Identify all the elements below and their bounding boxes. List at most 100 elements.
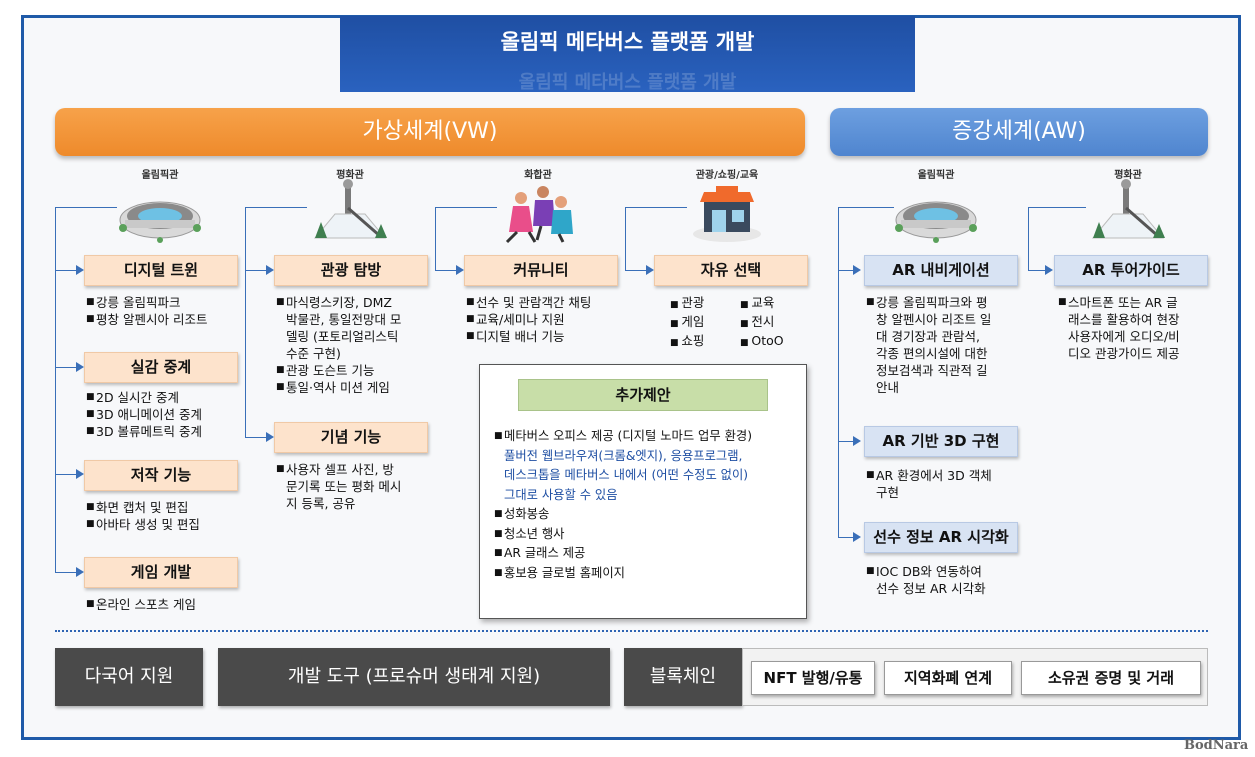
arrow-icon (456, 265, 464, 275)
grid-item: ■ 게임 (670, 314, 705, 329)
connector (1028, 270, 1048, 271)
extra-proposal-box: 추가제안 ■메타버스 오피스 제공 (디지털 노마드 업무 환경) 풀버전 웹브… (479, 364, 807, 619)
devtools-box: 개발 도구 (프로슈머 생태계 지원) (218, 648, 610, 706)
vw-label-harmony: 화합관 (524, 170, 552, 181)
aw-stadium-icon (895, 201, 977, 243)
bc-item-ownership: 소유권 증명 및 거래 (1021, 661, 1201, 695)
connector (435, 270, 459, 271)
list-item: 관광 도슨트 기능 (286, 363, 375, 378)
list-tour: ■마식령스키장, DMZ 박물관, 통일전망대 모 델링 (포토리얼리스틱 수준… (276, 294, 446, 396)
ski-jump-icon (313, 179, 387, 239)
grid-item: ■ 전시 (740, 314, 775, 329)
list-authoring: ■화면 캡처 및 편집 ■아바타 생성 및 편집 (86, 500, 200, 532)
connector (55, 270, 79, 271)
list-item: 3D 애니메이션 중계 (96, 407, 203, 422)
list-item: 온라인 스포츠 게임 (96, 597, 196, 612)
list-item: 성화봉송 (504, 507, 550, 521)
section-memorial: 기념 기능 (274, 422, 428, 453)
list-item: 2D 실시간 중계 (96, 390, 180, 405)
list-item-cont: 각종 편의시설에 대한 (876, 346, 988, 361)
section-live-broadcast: 실감 중계 (84, 352, 238, 383)
list-item: IOC DB와 연동하여 (876, 564, 982, 579)
list-ar-tour-guide: ■스마트폰 또는 AR 글 래스를 활용하여 현장 사용자에게 오디오/비 디오… (1058, 294, 1216, 362)
list-item: 아바타 생성 및 편집 (96, 517, 200, 532)
connector (838, 207, 894, 208)
connector (625, 207, 626, 270)
list-item: AR 글래스 제공 (504, 546, 586, 560)
vw-label-peace: 평화관 (336, 170, 364, 181)
section-ar-tour-guide: AR 투어가이드 (1054, 255, 1208, 286)
grid-item: ■ 관광 (670, 295, 705, 310)
stadium-icon (119, 201, 201, 243)
list-item-cont: 수준 구현) (286, 346, 341, 361)
list-item: 강릉 올림픽파크와 평 (876, 295, 988, 310)
title-box: 올림픽 메타버스 플랫폼 개발 올림픽 메타버스 플랫폼 개발 (340, 16, 915, 93)
list-game-dev: ■온라인 스포츠 게임 (86, 597, 196, 612)
grid-item: ■ OtoO (740, 333, 784, 348)
list-digital-twin: ■강릉 올림픽파크 ■평창 알펜시아 리조트 (86, 295, 208, 327)
arrow-icon (76, 469, 84, 479)
list-community: ■선수 및 관람객간 채팅 ■교육/세미나 지원 ■디지털 배너 기능 (466, 295, 592, 344)
section-digital-twin: 디지털 트윈 (84, 255, 238, 286)
arrow-icon (76, 567, 84, 577)
list-item: 화면 캡처 및 편집 (96, 500, 189, 515)
list-item: 마식령스키장, DMZ (286, 295, 392, 310)
page-title: 올림픽 메타버스 플랫폼 개발 (500, 30, 755, 54)
vw-banner: 가상세계(VW) (55, 108, 805, 156)
connector (245, 207, 307, 208)
connector (838, 441, 856, 442)
list-item-cont: 대 경기장과 관람석, (876, 329, 980, 344)
list-athlete-ar: ■IOC DB와 연동하여 선수 정보 AR 시각화 (866, 563, 1031, 597)
people-icon (505, 186, 573, 244)
page-title-shadow: 올림픽 메타버스 플랫폼 개발 (518, 72, 737, 93)
list-item: 디지털 배너 기능 (476, 329, 565, 344)
list-item: 메타버스 오피스 제공 (디지털 노마드 업무 환경) (504, 429, 752, 443)
grid-item: ■ 교육 (740, 295, 775, 310)
list-item-cont: 구현 (876, 485, 900, 500)
aw-banner: 증강세계(AW) (830, 108, 1208, 156)
list-memorial: ■사용자 셀프 사진, 방 문기록 또는 평화 메시 지 등록, 공유 (276, 461, 446, 512)
list-item-sub: 그대로 사용할 수 있음 (504, 487, 618, 502)
blockchain-items: NFT 발행/유통 지역화폐 연계 소유권 증명 및 거래 (742, 648, 1208, 706)
section-free-choice: 자유 선택 (654, 255, 808, 286)
list-item: AR 환경에서 3D 객체 (876, 468, 992, 483)
section-community: 커뮤니티 (464, 255, 618, 286)
list-item: 통일·역사 미션 게임 (286, 380, 390, 395)
list-item: 교육/세미나 지원 (476, 312, 565, 327)
list-item: 청소년 행사 (504, 526, 565, 541)
connector (435, 207, 436, 270)
multilang-box: 다국어 지원 (55, 648, 203, 706)
connector (55, 207, 117, 208)
section-athlete-ar: 선수 정보 AR 시각화 (864, 522, 1018, 553)
list-item-cont: 박물관, 통일전망대 모 (286, 312, 402, 327)
arrow-icon (266, 432, 274, 442)
connector (435, 207, 497, 208)
aw-ski-jump-icon (1091, 179, 1165, 239)
list-item-cont: 디오 관광가이드 제공 (1068, 346, 1180, 361)
section-tour: 관광 탐방 (274, 255, 428, 286)
shop-icon (693, 186, 761, 242)
arrow-icon (853, 436, 861, 446)
connector (55, 207, 56, 572)
section-ar-3d: AR 기반 3D 구현 (864, 426, 1018, 457)
list-item: 평창 알펜시아 리조트 (96, 312, 208, 327)
section-authoring: 저작 기능 (84, 460, 238, 491)
connector (625, 207, 687, 208)
list-item-cont: 안내 (876, 380, 900, 395)
list-item: 3D 볼류메트릭 중계 (96, 424, 203, 439)
vw-label-olympic: 올림픽관 (141, 170, 179, 181)
arrow-icon (853, 532, 861, 542)
connector (55, 367, 79, 368)
list-item: 사용자 셀프 사진, 방 (286, 462, 394, 477)
list-ar-navigation: ■강릉 올림픽파크와 평 창 알펜시아 리조트 일 대 경기장과 관람석, 각종… (866, 294, 1031, 396)
list-item-sub: 풀버전 웹브라우져(크롬&엣지), 응용프로그램, (504, 448, 743, 463)
brand-logo: BodNara (1184, 738, 1249, 753)
list-item: 강릉 올림픽파크 (96, 295, 181, 310)
connector (625, 270, 649, 271)
list-item-cont: 창 알펜시아 리조트 일 (876, 312, 992, 327)
arrow-icon (266, 265, 274, 275)
arrow-icon (853, 265, 861, 275)
arrow-icon (76, 362, 84, 372)
bc-item-nft: NFT 발행/유통 (751, 661, 875, 695)
connector (838, 537, 856, 538)
